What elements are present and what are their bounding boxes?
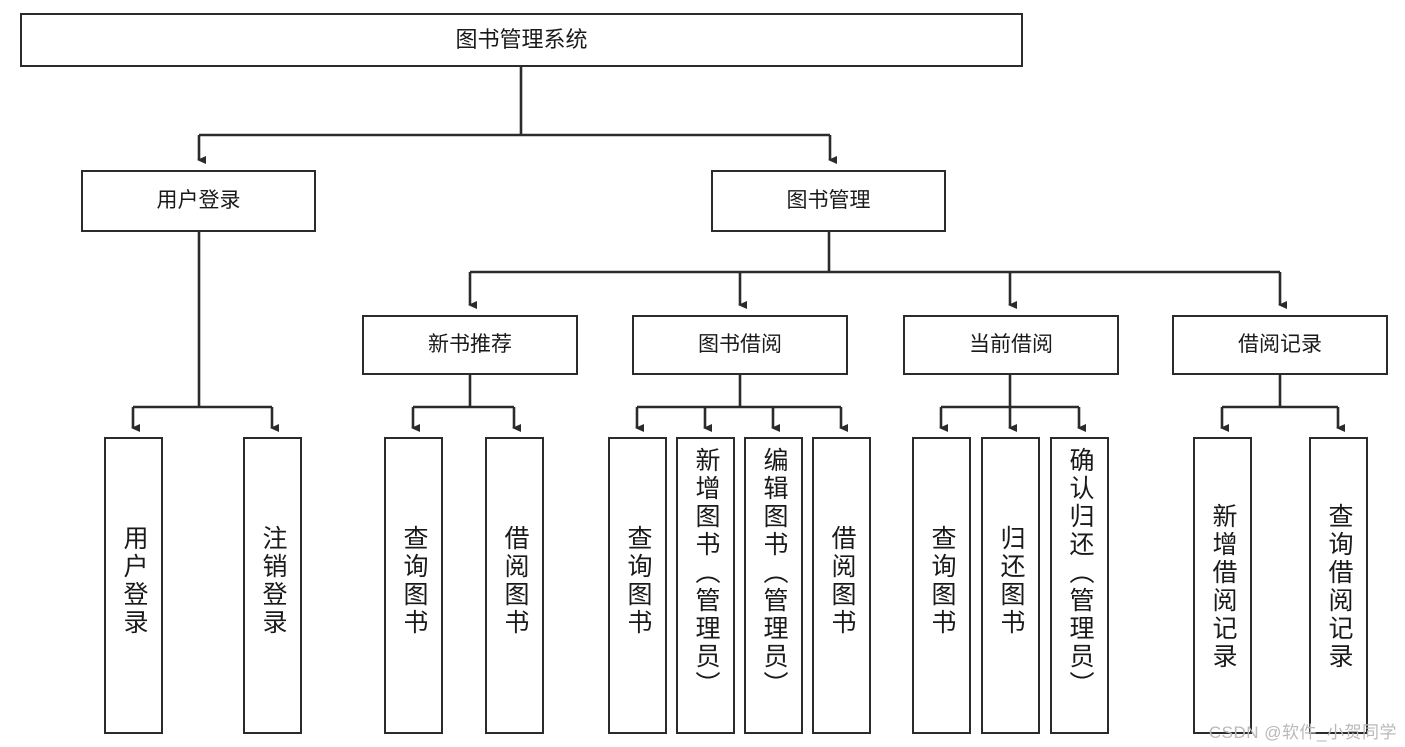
node-label: 确认归还（管理员）: [1066, 447, 1094, 699]
node-label: 图书管理: [786, 188, 871, 212]
node-label: 图书管理系统: [455, 27, 588, 53]
node-label: 编辑图书（管理员）: [760, 447, 788, 699]
node-root-book-management-system[interactable]: 图书管理系统: [20, 13, 1023, 67]
leaf-borrow-borrow-book[interactable]: 借阅图书: [812, 437, 871, 734]
leaf-record-query-record[interactable]: 查询借阅记录: [1309, 437, 1368, 734]
node-label: 新书推荐: [428, 332, 512, 356]
leaf-current-confirm-return-admin[interactable]: 确认归还（管理员）: [1050, 437, 1109, 734]
watermark: CSDN @软件_小贺同学: [1208, 723, 1397, 742]
node-label: 查询图书: [624, 525, 652, 637]
node-label: 借阅图书: [828, 525, 856, 637]
node-current-borrow[interactable]: 当前借阅: [903, 315, 1119, 375]
leaf-user-login-signin[interactable]: 用户登录: [104, 437, 163, 734]
node-label: 查询图书: [928, 525, 956, 637]
leaf-borrow-add-book-admin[interactable]: 新增图书（管理员）: [676, 437, 735, 734]
leaf-current-return-book[interactable]: 归还图书: [981, 437, 1040, 734]
node-label: 新增图书（管理员）: [692, 447, 720, 699]
node-label: 图书借阅: [698, 332, 782, 356]
node-label: 用户登录: [120, 525, 148, 637]
leaf-borrow-edit-book-admin[interactable]: 编辑图书（管理员）: [744, 437, 803, 734]
node-label: 当前借阅: [969, 332, 1053, 356]
node-book-management[interactable]: 图书管理: [711, 170, 946, 232]
node-label: 借阅图书: [501, 525, 529, 637]
node-label: 归还图书: [997, 525, 1025, 637]
node-label: 查询图书: [400, 525, 428, 637]
node-label: 借阅记录: [1238, 332, 1322, 356]
node-label: 新增借阅记录: [1209, 503, 1237, 671]
node-new-book-recommend[interactable]: 新书推荐: [362, 315, 578, 375]
leaf-current-query-book[interactable]: 查询图书: [912, 437, 971, 734]
leaf-new-book-borrow[interactable]: 借阅图书: [485, 437, 544, 734]
node-label: 用户登录: [156, 188, 241, 212]
leaf-record-add-record[interactable]: 新增借阅记录: [1193, 437, 1252, 734]
leaf-new-book-query[interactable]: 查询图书: [384, 437, 443, 734]
node-label: 查询借阅记录: [1325, 503, 1353, 671]
node-borrow-record[interactable]: 借阅记录: [1172, 315, 1388, 375]
node-book-borrow[interactable]: 图书借阅: [632, 315, 848, 375]
leaf-user-login-signout[interactable]: 注销登录: [243, 437, 302, 734]
node-user-login[interactable]: 用户登录: [81, 170, 316, 232]
leaf-borrow-query-book[interactable]: 查询图书: [608, 437, 667, 734]
node-label: 注销登录: [259, 525, 287, 637]
